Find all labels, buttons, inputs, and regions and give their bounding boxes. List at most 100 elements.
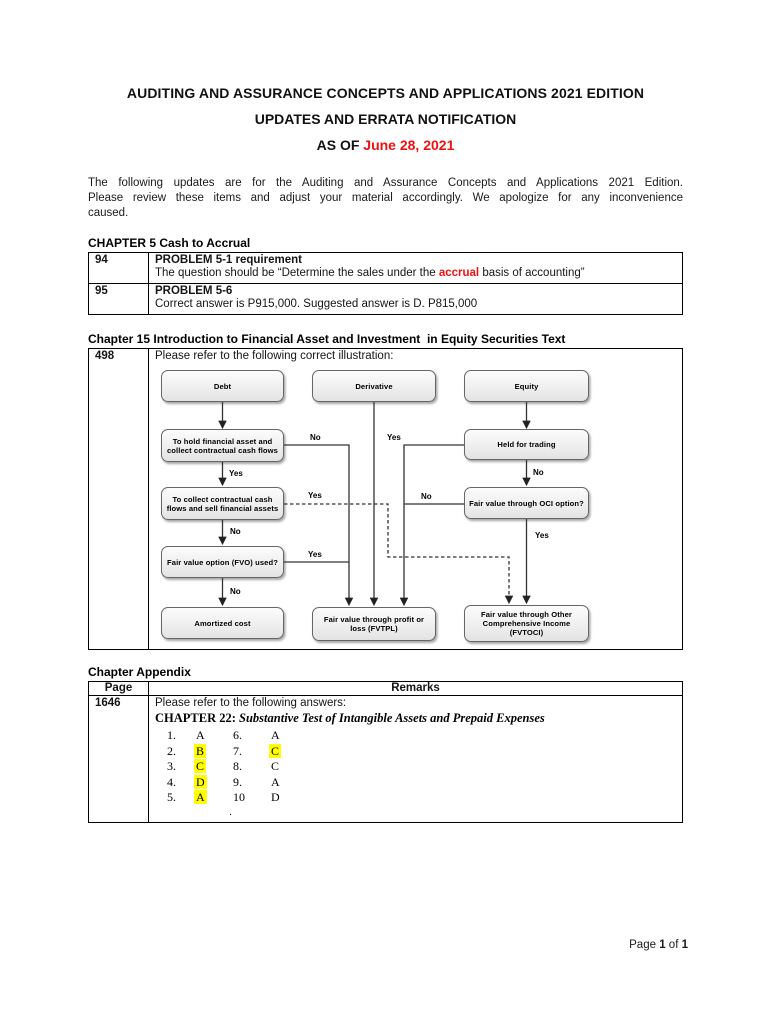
flow-box-fvtpl: Fair value through profit or loss (FVTPL…: [312, 607, 436, 641]
chapter22-title: Substantive Test of Intangible Assets an…: [235, 711, 545, 725]
flow-box-collect-sell: To collect contractual cash flows and se…: [161, 487, 284, 520]
answer-number: 6.: [233, 728, 242, 742]
answer-value: C: [269, 743, 282, 758]
answer-letter: A: [269, 775, 299, 791]
connector-held-yes: [399, 444, 464, 607]
chapter15-table: 498 Please refer to the following correc…: [88, 348, 683, 650]
page-content: AUDITING AND ASSURANCE CONCEPTS AND APPL…: [88, 0, 683, 823]
intro-line: Please review these items and adjust you…: [88, 192, 683, 204]
flow-label-no: No: [230, 587, 241, 596]
table-row: 94 PROBLEM 5-1 requirement The question …: [89, 253, 682, 283]
flow-box-derivative: Derivative: [312, 370, 436, 402]
answer-letter: A: [269, 728, 299, 744]
problem-remark: The question should be “Determine the sa…: [155, 267, 676, 280]
footer-of-word: of: [668, 939, 679, 951]
page-number-cell: 94: [89, 253, 149, 283]
answer-value: A: [194, 790, 207, 804]
flow-label-yes: Yes: [229, 469, 243, 478]
flow-box-held-for-trading: Held for trading: [464, 429, 589, 460]
remarks-cell: PROBLEM 5-6 Correct answer is P915,000. …: [149, 284, 682, 314]
flow-box-fvtoci: Fair value through Other Comprehensive I…: [464, 605, 589, 642]
document-title: AUDITING AND ASSURANCE CONCEPTS AND APPL…: [126, 85, 645, 101]
remark-text: basis of accounting”: [479, 267, 585, 279]
flow-label-yes: Yes: [535, 531, 549, 540]
connector-collect-yes-dashed: [284, 503, 514, 605]
stray-dot: .: [229, 805, 233, 818]
answer-value: C: [194, 759, 207, 773]
chapter15-heading: Chapter 15 Introduction to Financial Ass…: [88, 332, 566, 346]
footer-page-word: Page: [629, 939, 656, 951]
answer-number: 5.: [167, 790, 176, 804]
answer-letter: D: [269, 790, 299, 806]
chapter22-title-line: CHAPTER 22: Substantive Test of Intangib…: [155, 710, 676, 727]
problem-title: PROBLEM 5-6: [155, 285, 233, 297]
chapter22-label: CHAPTER 22:: [155, 711, 236, 725]
flow-box-amortized-cost: Amortized cost: [161, 607, 284, 639]
answer-number: 2.: [167, 743, 176, 758]
answer-number: 10: [233, 790, 245, 804]
answer-row: 2. B 7. C: [167, 743, 676, 760]
footer-page-number: 1: [659, 939, 666, 951]
answer-number: 3.: [167, 759, 176, 773]
table-row: 1646 Please refer to the following answe…: [89, 696, 682, 822]
flow-label-no: No: [310, 433, 321, 442]
answer-number: 7.: [233, 743, 242, 758]
remarks-cell: Please refer to the following correct il…: [149, 349, 695, 649]
illustration-note: Please refer to the following correct il…: [155, 350, 394, 362]
table-row: 95 PROBLEM 5-6 Correct answer is P915,00…: [89, 283, 682, 314]
page-number-cell: 95: [89, 284, 149, 314]
intro-line: caused.: [88, 207, 129, 219]
answer-letter: C: [269, 743, 299, 760]
column-header-page: Page: [89, 682, 149, 695]
document-subtitle: UPDATES AND ERRATA NOTIFICATION: [254, 111, 517, 127]
answer-key-list: 1. A 6. A 2. B 7. C 3. C 8.: [167, 728, 676, 806]
remark-accent-word: accrual: [438, 267, 480, 279]
flow-box-debt: Debt: [161, 370, 284, 402]
connector-hold-no: [284, 444, 354, 607]
answer-value: A: [196, 728, 205, 742]
answer-letter: A: [194, 728, 233, 744]
table-row: 498 Please refer to the following correc…: [89, 349, 682, 649]
appendix-heading: Chapter Appendix: [88, 665, 191, 679]
flow-label-yes: Yes: [308, 550, 322, 559]
footer-total-pages: 1: [681, 939, 688, 951]
answer-row: 1. A 6. A: [167, 728, 676, 744]
flow-label-yes: Yes: [387, 433, 401, 442]
flow-label-yes: Yes: [308, 491, 322, 500]
answer-letter: A: [194, 790, 233, 806]
answer-value: D: [271, 790, 280, 804]
remarks-cell: Please refer to the following answers: C…: [149, 696, 682, 822]
answer-letter: C: [194, 759, 233, 775]
answer-row: 3. C 8. C: [167, 759, 676, 775]
appendix-header-row: Page Remarks: [89, 682, 682, 696]
page-number-cell: 498: [89, 349, 149, 649]
chapter5-heading: CHAPTER 5 Cash to Accrual: [88, 236, 251, 250]
answer-row: 4. D 9. A: [167, 774, 676, 791]
as-of-line: AS OF June 28, 2021: [88, 137, 683, 153]
chapter5-table: 94 PROBLEM 5-1 requirement The question …: [88, 252, 683, 315]
flow-box-equity: Equity: [464, 370, 589, 402]
answer-row: 5. A 10 D: [167, 790, 676, 806]
as-of-prefix: AS OF: [316, 137, 364, 153]
flow-box-oci-option: Fair value through OCI option?: [464, 487, 589, 519]
answer-number: 8.: [233, 759, 242, 773]
page-footer: Page 1 of 1: [629, 939, 688, 951]
classification-flowchart: Debt Derivative Equity To hold financial…: [155, 366, 689, 646]
problem-remark: Correct answer is P915,000. Suggested an…: [155, 298, 478, 310]
flow-box-hold-collect: To hold financial asset and collect cont…: [161, 429, 284, 462]
flow-label-no: No: [421, 492, 432, 501]
intro-paragraph: The following updates are for the Auditi…: [88, 176, 683, 221]
page-number-cell: 1646: [89, 696, 149, 822]
column-header-remarks: Remarks: [391, 682, 440, 694]
flow-box-fvo-used: Fair value option (FVO) used?: [161, 546, 284, 578]
remarks-cell: PROBLEM 5-1 requirement The question sho…: [149, 253, 682, 283]
answer-value: A: [271, 774, 280, 789]
answer-number: 4.: [167, 774, 176, 789]
intro-line: The following updates are for the Auditi…: [88, 177, 683, 189]
flow-label-no: No: [533, 468, 544, 477]
answer-number: 9.: [233, 774, 242, 789]
appendix-table: Page Remarks 1646 Please refer to the fo…: [88, 681, 683, 823]
answer-value: C: [271, 759, 280, 773]
answer-number: 1.: [167, 728, 176, 742]
answer-letter: D: [194, 774, 233, 791]
